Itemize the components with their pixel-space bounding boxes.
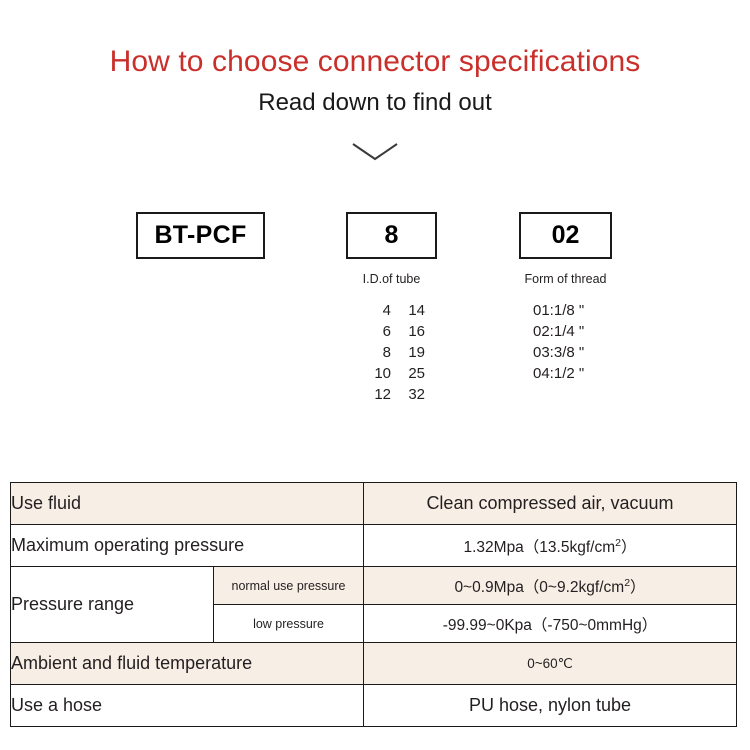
row-label: Use a hose (10, 684, 364, 727)
row-value: Clean compressed air, vacuum (363, 482, 737, 525)
thread-form-caption: Form of thread (524, 272, 607, 286)
table-row: Use a hose PU hose, nylon tube (10, 684, 737, 727)
specification-table: Use fluid Clean compressed air, vacuum M… (10, 482, 737, 727)
tube-id-caption: I.D.of tube (362, 272, 421, 286)
tube-size-right: 19 (408, 344, 425, 361)
thread-option-list: 01:1/8 " 02:1/4 " 03:3/8 " 04:1/2 " (505, 300, 635, 384)
series-code-box: BT-PCF (136, 212, 265, 259)
tube-size-left: 8 (382, 344, 391, 361)
value-suffix: ） (620, 538, 637, 556)
row-value: PU hose, nylon tube (363, 684, 737, 727)
tube-size-left: 12 (374, 386, 391, 403)
thread-form-code-box: 02 (519, 212, 612, 259)
tube-size-right: 32 (408, 386, 425, 403)
page-subtitle: Read down to find out (258, 89, 492, 116)
table-row: Use fluid Clean compressed air, vacuum (10, 482, 737, 525)
row-value: 0~0.9Mpa（0~9.2kgf/cm2） (363, 566, 737, 605)
value-superscript: 2 (615, 536, 621, 549)
tube-size-right: 16 (408, 323, 425, 340)
row-label: Maximum operating pressure (10, 524, 364, 567)
tube-option-list: 4 14 6 16 8 19 10 25 12 32 (340, 300, 450, 405)
tube-size-left: 10 (374, 365, 391, 382)
row-value: 0~60℃ (363, 642, 737, 685)
tube-size-left: 6 (382, 323, 391, 340)
list-item: 4 14 (340, 300, 450, 321)
value-prefix: 1.32Mpa（13.5kgf/cm (463, 538, 616, 556)
list-item: 01:1/8 " (533, 302, 585, 319)
list-item: 8 19 (340, 342, 450, 363)
row-label-pressure-range: Pressure range (10, 566, 214, 643)
row-label: Use fluid (10, 482, 364, 525)
tube-size-right: 14 (408, 302, 425, 319)
row-value: -99.99~0Kpa（-750~0mmHg） (363, 604, 737, 643)
value-prefix: 0~0.9Mpa（0~9.2kgf/cm (454, 578, 625, 596)
row-sublabel: low pressure (213, 604, 364, 643)
value-suffix: ） (630, 578, 646, 596)
tube-size-right: 25 (408, 365, 425, 382)
tube-id-code-box: 8 (346, 212, 437, 259)
table-row: Maximum operating pressure 1.32Mpa（13.5k… (10, 524, 737, 567)
row-label: Ambient and fluid temperature (10, 642, 364, 685)
list-item: 02:1/4 " (533, 323, 585, 340)
row-sublabel: normal use pressure (213, 566, 364, 605)
tube-size-left: 4 (382, 302, 391, 319)
list-item: 12 32 (340, 384, 450, 405)
list-item: 6 16 (340, 321, 450, 342)
table-row: Ambient and fluid temperature 0~60℃ (10, 642, 737, 685)
list-item: 04:1/2 " (533, 365, 585, 382)
row-value: 1.32Mpa（13.5kgf/cm2） (363, 524, 737, 567)
list-item: 03:3/8 " (533, 344, 585, 361)
page-title: How to choose connector specifications (109, 45, 641, 78)
list-item: 10 25 (340, 363, 450, 384)
chevron-down-icon (351, 141, 399, 163)
table-row: Pressure range normal use pressure 0~0.9… (10, 566, 737, 643)
value-superscript: 2 (624, 576, 631, 589)
